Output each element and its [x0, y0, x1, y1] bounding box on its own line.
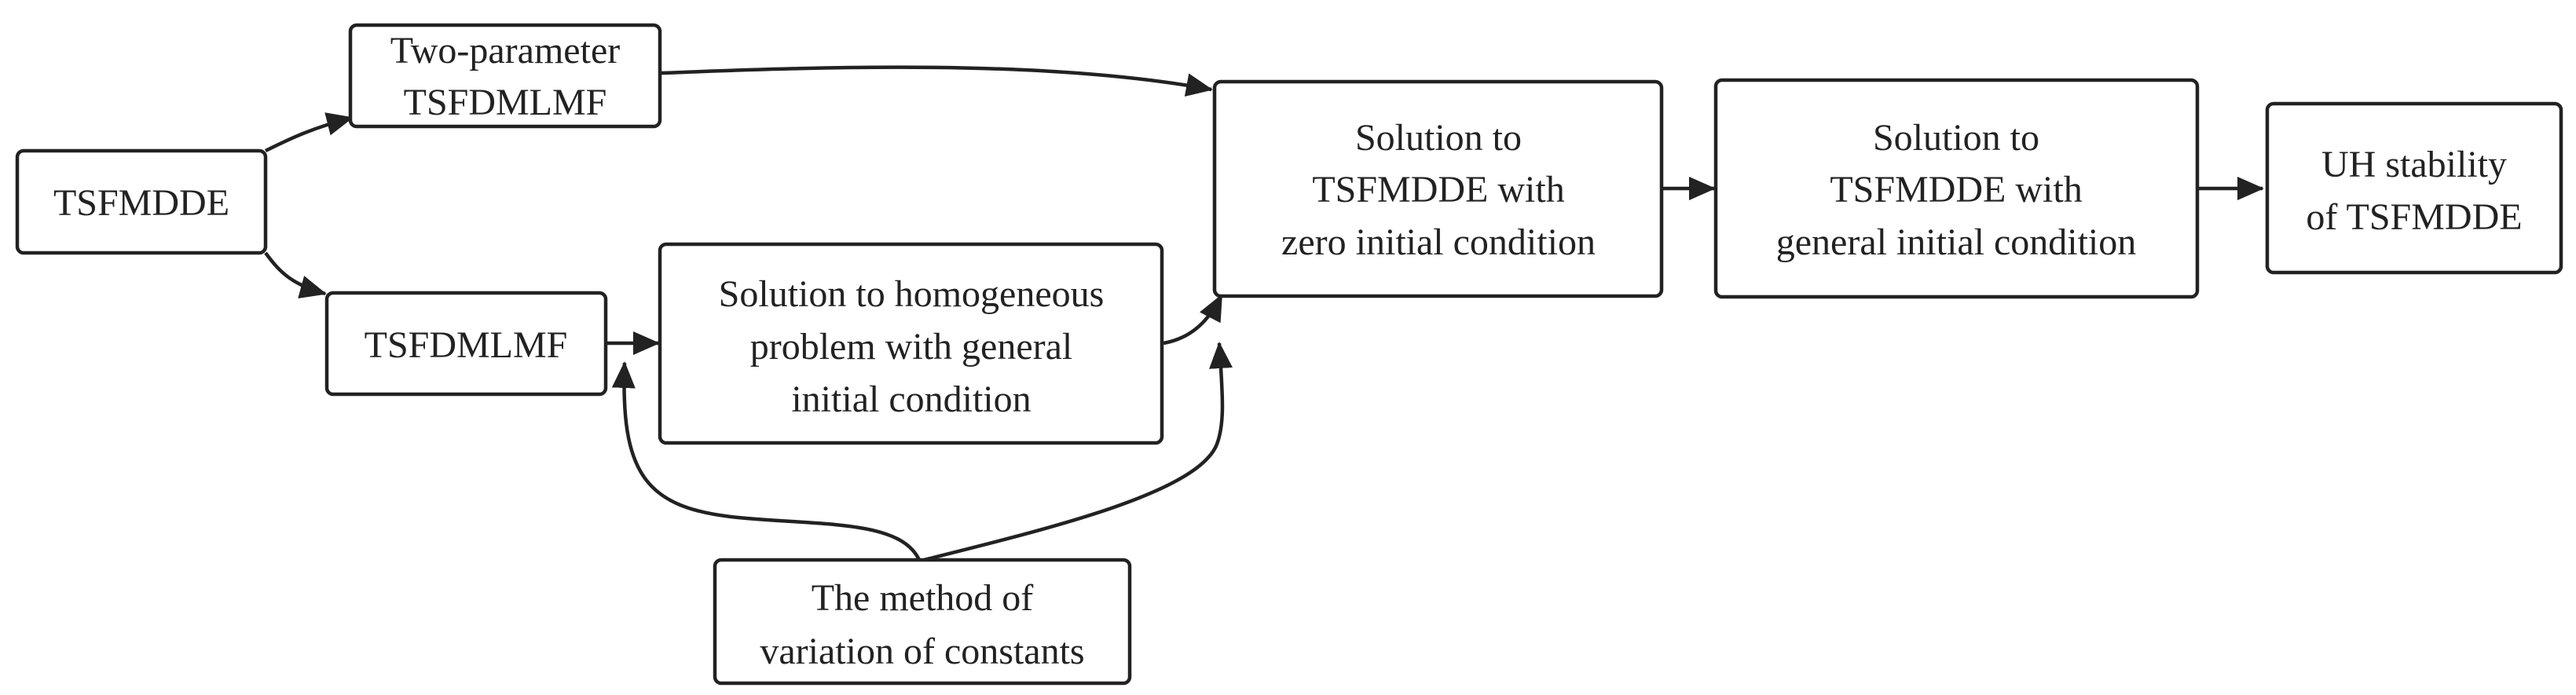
node-general-initial-line-3: general initial condition	[1776, 221, 2137, 263]
edge-tsfmdde-to-two-param	[264, 112, 354, 153]
edge-tsfmdde-to-tsfdmlmf	[264, 251, 327, 299]
node-general-initial-line-1: Solution to	[1873, 117, 2039, 159]
node-tsfdmlmf: TSFDMLMF	[324, 291, 608, 397]
edge-homogeneous-to-zero-initial	[1163, 294, 1223, 346]
node-tsfdmlmf-label: TSFDMLMF	[365, 324, 568, 366]
node-homogeneous-line-3: initial condition	[791, 379, 1031, 420]
node-general-initial-solution: Solution to TSFMDDE with general initial…	[1713, 78, 2200, 299]
node-method-line-2: variation of constants	[760, 631, 1084, 672]
node-uh-stability-line-1: UH stability	[2321, 144, 2507, 185]
node-two-param-line-2: TSFDMLMF	[404, 82, 607, 123]
node-zero-initial-line-3: zero initial condition	[1281, 221, 1596, 263]
node-method-line-1: The method of	[812, 577, 1034, 619]
node-homogeneous-line-1: Solution to homogeneous	[719, 273, 1105, 315]
node-method-of-variation: The method of variation of constants	[713, 558, 1132, 686]
node-tsfmdde-label: TSFMDDE	[53, 182, 229, 224]
node-tsfmdde: TSFMDDE	[15, 148, 268, 255]
node-two-param-line-1: Two-parameter	[390, 30, 620, 71]
edge-method-to-tsfdmlmf	[611, 361, 922, 561]
node-zero-initial-line-2: TSFMDDE with	[1312, 169, 1564, 210]
node-zero-initial-line-1: Solution to	[1355, 117, 1522, 159]
node-uh-stability-line-2: of TSFMDDE	[2306, 196, 2522, 238]
node-homogeneous-solution: Solution to homogeneous problem with gen…	[658, 242, 1164, 445]
node-zero-initial-solution: Solution to TSFMDDE with zero initial co…	[1212, 79, 1664, 298]
edge-two-param-to-zero-initial	[661, 65, 1213, 97]
node-homogeneous-line-2: problem with general	[750, 326, 1073, 368]
edge-method-to-zero-initial	[923, 342, 1233, 562]
node-general-initial-line-2: TSFMDDE with	[1830, 169, 2082, 210]
node-uh-stability: UH stability of TSFMDDE	[2265, 101, 2563, 275]
node-two-parameter-tsfdmlmf: Two-parameter TSFDMLMF	[348, 23, 662, 129]
